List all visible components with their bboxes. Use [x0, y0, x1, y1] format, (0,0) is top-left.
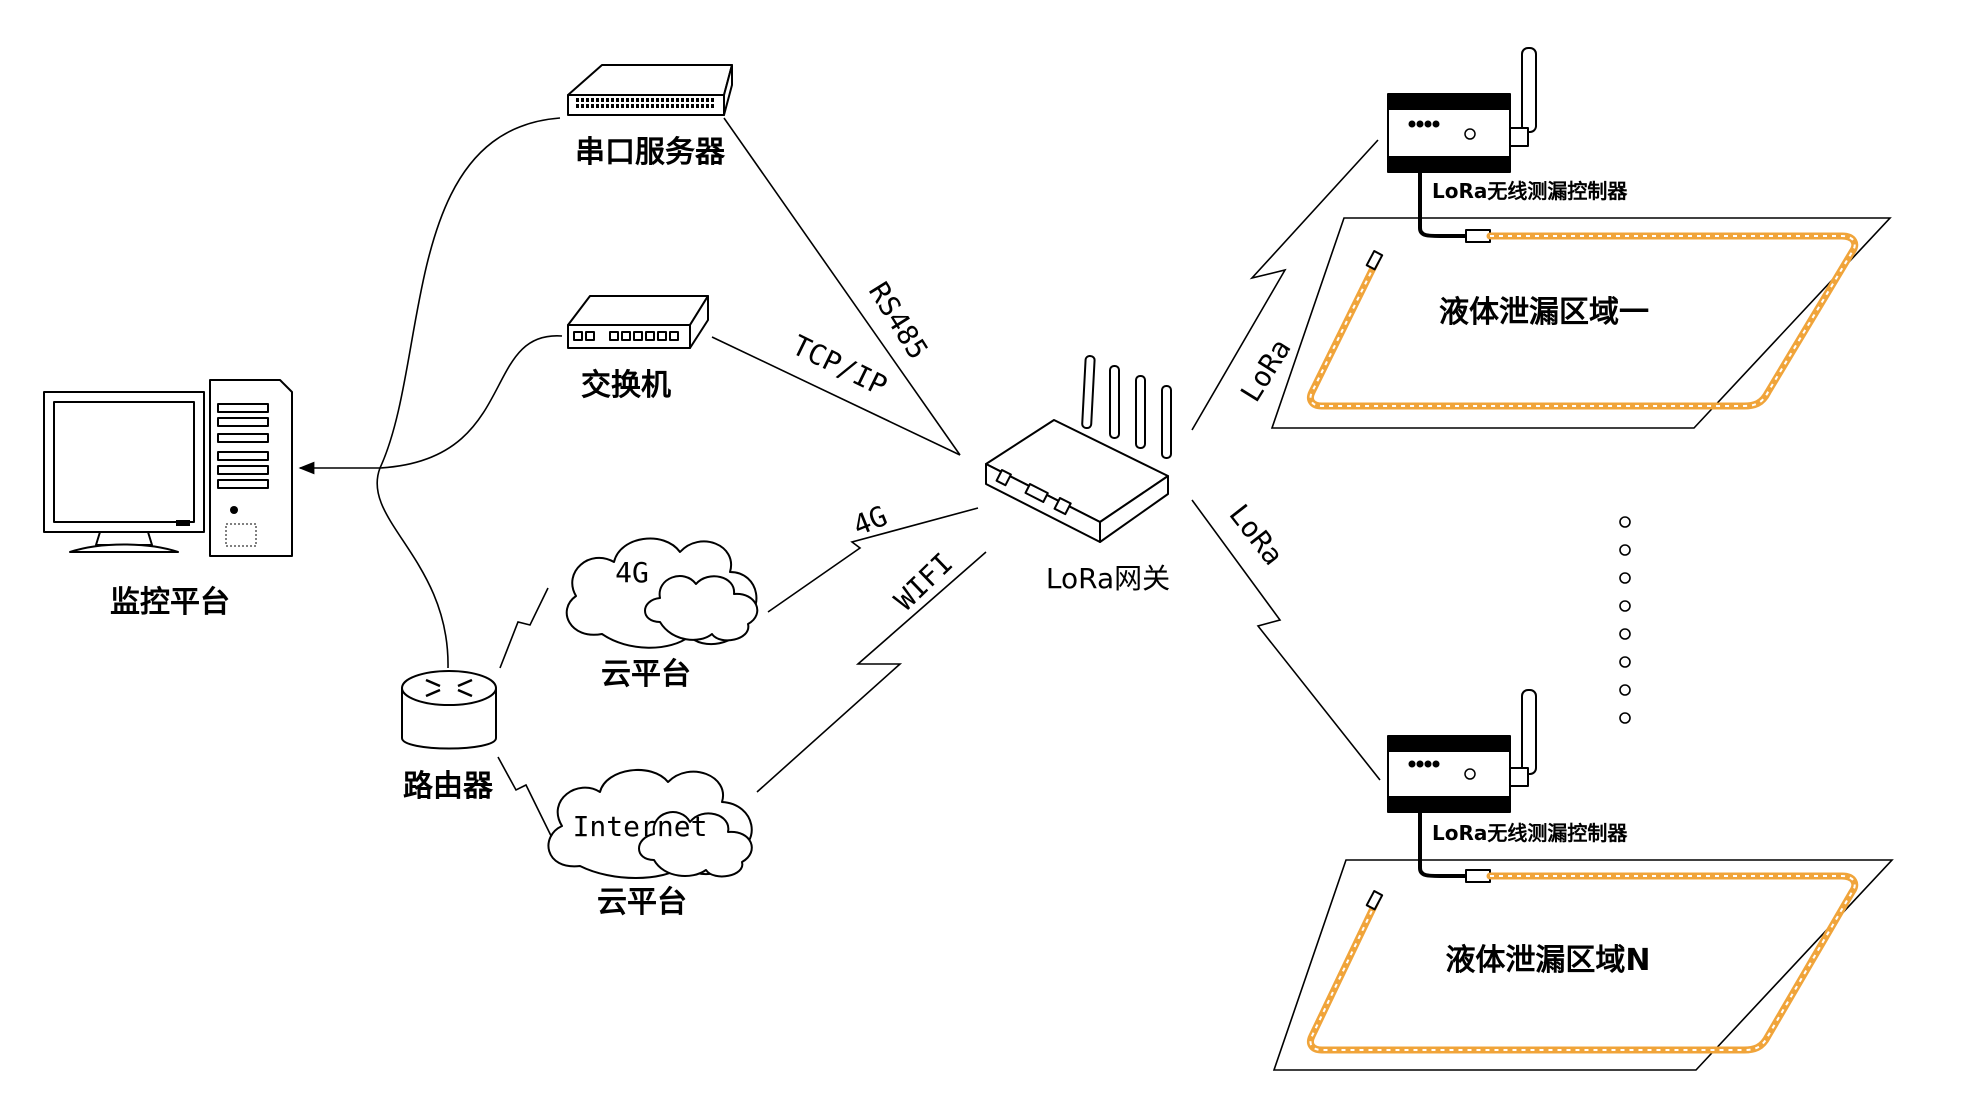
pc-bay-4 — [217, 451, 269, 461]
zone-n-floor — [1272, 859, 1894, 1071]
pc-bay-3 — [217, 433, 269, 443]
monitor-platform: 监控平台 — [43, 379, 293, 620]
controller-n-terminals — [1388, 736, 1510, 752]
cloud-4g-label: 云平台 — [601, 657, 691, 692]
gateway-antennas — [1081, 355, 1172, 459]
gateway-side — [1099, 475, 1169, 543]
controller-n-antenna — [1521, 689, 1537, 775]
serial-server-ports — [576, 98, 716, 108]
serial-server-side — [723, 64, 733, 116]
lora-lower-link — [1191, 499, 1381, 781]
cloud-internet-label: 云平台 — [597, 885, 687, 920]
leak-controller-1: LoRa无线测漏控制器 — [1387, 47, 1628, 243]
controller-1-antenna-base — [1509, 127, 1529, 147]
vertical-ellipsis — [1619, 516, 1631, 724]
4g-wireless-link — [767, 507, 979, 613]
controller-1-antenna — [1521, 47, 1537, 133]
ellipsis-dot — [1619, 712, 1631, 724]
ellipsis-dot — [1619, 600, 1631, 612]
controller-n-connector — [1465, 869, 1491, 883]
zone-1-floor — [1270, 217, 1892, 429]
ellipsis-dot — [1619, 628, 1631, 640]
lora-gateway-label: LoRa网关 — [1046, 562, 1170, 595]
lora-gateway: LoRa网关 — [985, 355, 1172, 595]
serial-server-top — [567, 64, 733, 96]
cloud-4g-text: 4G — [615, 556, 649, 589]
zone-n-label: 液体泄漏区域N — [1445, 943, 1650, 978]
controller-n-terminals-bottom — [1388, 796, 1510, 812]
zone-1-sensing-cable — [1306, 232, 1859, 410]
ellipsis-dot — [1619, 684, 1631, 696]
ellipsis-dot — [1619, 572, 1631, 584]
controller-1-terminals-bottom — [1388, 156, 1510, 172]
monitor-neck — [95, 531, 153, 546]
switch-label: 交换机 — [581, 368, 671, 403]
serial-server-to-monitor-link — [379, 117, 561, 469]
router-arrows — [425, 678, 473, 698]
controller-n-lead — [1418, 812, 1466, 878]
tcpip-label: TCP/IP — [787, 329, 892, 403]
ellipsis-dot — [1619, 656, 1631, 668]
serial-server: 串口服务器 — [567, 64, 733, 170]
router-to-monitor-link — [376, 467, 449, 669]
pc-vent — [225, 523, 257, 547]
zone-1-label: 液体泄漏区域一 — [1439, 295, 1649, 330]
wifi-wireless-link — [756, 551, 987, 793]
cloud-internet-text: Internet — [573, 810, 708, 843]
controller-1-terminals — [1388, 94, 1510, 110]
controller-n-antenna-base — [1509, 767, 1529, 787]
zone-n-cable-end — [1365, 890, 1384, 911]
monitor-screen-inner — [53, 401, 195, 523]
zone-1-cable-end — [1365, 250, 1384, 271]
cloud-internet-puff — [638, 811, 753, 878]
router: 路由器 — [401, 670, 497, 804]
cloud-4g: 4G 云平台 — [565, 537, 759, 692]
router-cloud4g-wireless — [499, 587, 549, 669]
switch-ports — [573, 331, 679, 341]
leak-controller-n: LoRa无线测漏控制器 — [1387, 689, 1628, 883]
router-top — [401, 670, 497, 706]
leak-zone-n: 液体泄漏区域N — [1272, 859, 1894, 1071]
controller-1-connector — [1465, 229, 1491, 243]
pc-bay-2 — [217, 417, 269, 427]
switch-top — [567, 295, 709, 326]
monitor-power-led — [176, 520, 190, 526]
monitor-platform-label: 监控平台 — [110, 585, 230, 620]
lora-lower-label: LoRa — [1222, 498, 1290, 571]
pc-bay-1 — [217, 403, 269, 413]
connection-lines — [298, 117, 1381, 851]
pc-bay-5 — [217, 465, 269, 475]
switch-to-monitor-link — [379, 335, 563, 469]
ellipsis-dot — [1619, 544, 1631, 556]
ellipsis-dot — [1619, 516, 1631, 528]
rs485-label: RS485 — [862, 276, 935, 365]
leak-zone-1: 液体泄漏区域一 — [1270, 217, 1892, 429]
lora-upper-link — [1191, 139, 1379, 431]
rs485-line — [723, 117, 961, 456]
pc-button — [230, 506, 238, 514]
lora-upper-label: LoRa — [1234, 333, 1298, 408]
cloud-internet: Internet 云平台 — [547, 768, 753, 920]
network-switch: 交换机 — [567, 295, 709, 403]
router-label: 路由器 — [403, 769, 494, 804]
monitor-stand — [69, 543, 179, 553]
serial-server-label: 串口服务器 — [575, 135, 726, 170]
tcpip-line — [711, 336, 961, 456]
4g-label: 4G — [848, 499, 892, 542]
cloud-4g-puff — [644, 575, 759, 642]
router-internet-wireless — [497, 756, 559, 851]
switch-side — [689, 295, 709, 349]
controller-1-label: LoRa无线测漏控制器 — [1432, 179, 1628, 203]
pc-bay-6 — [217, 479, 269, 489]
controller-n-label: LoRa无线测漏控制器 — [1432, 821, 1628, 845]
controller-1-lead — [1418, 172, 1466, 238]
